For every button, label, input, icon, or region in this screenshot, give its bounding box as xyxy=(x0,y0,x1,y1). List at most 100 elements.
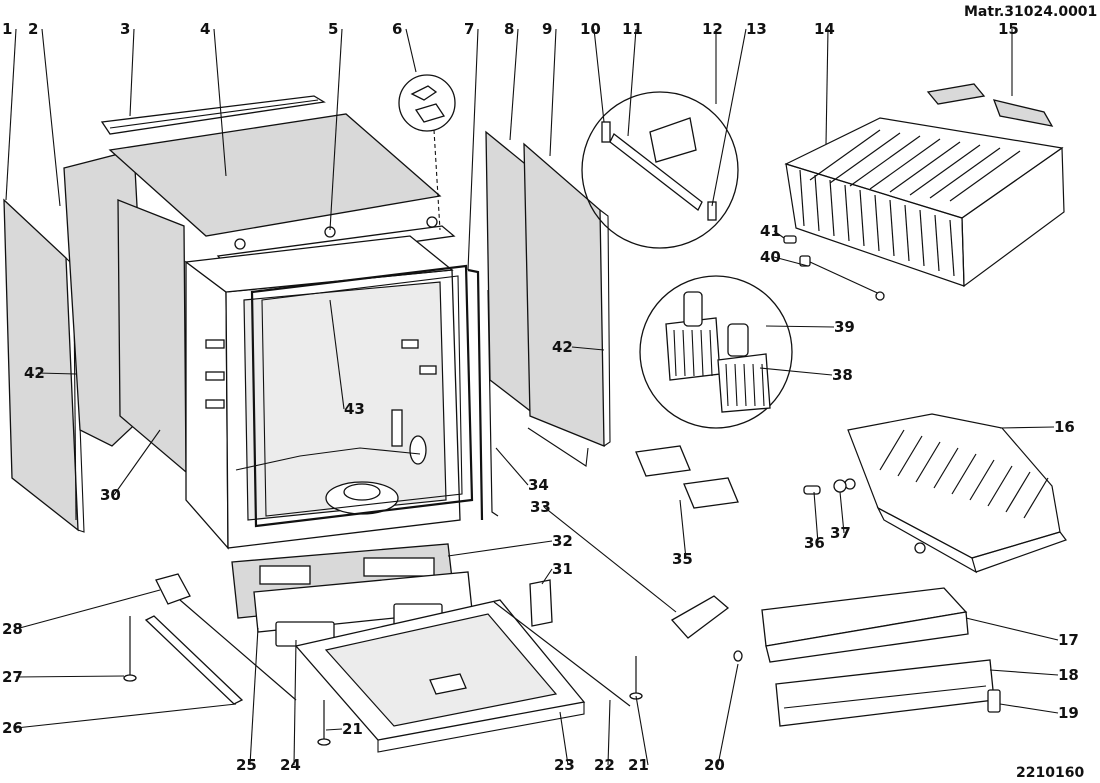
callout-leader-17 xyxy=(965,617,1059,641)
callout-leader-27 xyxy=(15,675,125,678)
control-panel-24 xyxy=(253,571,473,647)
callout-leader-43 xyxy=(329,299,345,410)
callout-leader-19 xyxy=(999,703,1059,714)
callout-7: 7 xyxy=(464,20,474,38)
callout-31: 31 xyxy=(552,560,573,578)
callout-14: 14 xyxy=(814,20,835,38)
seal-7 xyxy=(467,268,484,521)
callout-leader-14 xyxy=(825,28,829,145)
callout-leader-42 xyxy=(37,372,77,375)
cutlery-holders-15 xyxy=(926,83,1054,127)
callout-leader-8 xyxy=(509,28,519,141)
door-seal-43 xyxy=(250,264,474,528)
callout-42: 42 xyxy=(24,364,45,382)
callout-leader-10 xyxy=(593,28,605,123)
callout-leader-23 xyxy=(559,711,569,766)
callout-9: 9 xyxy=(542,20,552,38)
callout-leader-38 xyxy=(759,367,833,376)
callout-36: 36 xyxy=(804,534,825,552)
door-spring-22 xyxy=(493,601,631,707)
callout-18: 18 xyxy=(1058,666,1079,684)
diagram-code: 2210160 xyxy=(1016,765,1084,781)
callout-2: 2 xyxy=(28,20,38,38)
callout-leader-11 xyxy=(627,28,637,137)
callout-21: 21 xyxy=(342,720,363,738)
callout-13: 13 xyxy=(746,20,767,38)
callout-leader-1 xyxy=(5,28,17,201)
callout-leader-42-b xyxy=(571,346,605,351)
callout-leader-6 xyxy=(405,28,417,73)
callout-35: 35 xyxy=(672,550,693,568)
washer-20 xyxy=(733,650,743,662)
callout-leader-13 xyxy=(711,28,747,207)
callout-leader-18 xyxy=(989,669,1059,676)
callout-43: 43 xyxy=(344,400,365,418)
top-rail-3 xyxy=(100,95,326,135)
callout-leader-25 xyxy=(249,627,259,766)
callout-27: 27 xyxy=(2,668,23,686)
callout-leader-22 xyxy=(607,699,611,766)
clip-19 xyxy=(987,689,1001,713)
kickplate-17 xyxy=(761,587,969,663)
callout-32: 32 xyxy=(552,532,573,550)
callout-leader-21-b xyxy=(635,695,649,766)
callout-leader-9 xyxy=(549,28,557,157)
callout-leader-3 xyxy=(129,28,135,117)
wheels-36-37 xyxy=(803,479,847,495)
small-cups-35 xyxy=(635,445,739,509)
pin-27 xyxy=(123,616,137,682)
callout-leader-7 xyxy=(467,28,479,271)
callout-28: 28 xyxy=(2,620,23,638)
callout-3: 3 xyxy=(120,20,130,38)
callout-6: 6 xyxy=(392,20,402,38)
callout-10: 10 xyxy=(580,20,601,38)
callout-leader-20 xyxy=(717,663,739,766)
rod-26 xyxy=(144,615,244,705)
upper-rack-14 xyxy=(784,117,1065,301)
callout-17: 17 xyxy=(1058,631,1079,649)
callout-40: 40 xyxy=(760,248,781,266)
callout-leader-37 xyxy=(839,491,845,534)
callout-20: 20 xyxy=(704,756,725,774)
callout-30: 30 xyxy=(100,486,121,504)
callout-leader-16 xyxy=(999,426,1055,429)
lower-rack-16 xyxy=(844,413,1067,574)
callout-leader-39 xyxy=(765,325,835,328)
hinge-31 xyxy=(529,579,553,627)
callout-leader-40 xyxy=(773,256,809,267)
roller-40-41 xyxy=(783,235,811,267)
callout-leader-30 xyxy=(113,429,161,496)
callout-37: 37 xyxy=(830,524,851,542)
callout-leader-5 xyxy=(329,28,343,231)
callout-leader-21 xyxy=(325,728,343,731)
callout-24: 24 xyxy=(280,756,301,774)
callout-4: 4 xyxy=(200,20,210,38)
callout-leader-34 xyxy=(495,447,529,486)
detail-circle-cutlery-basket xyxy=(639,275,793,429)
detail-circle-6 xyxy=(398,74,456,231)
matr-number: Matr.31024.0001 xyxy=(964,4,1097,20)
callout-leader-32 xyxy=(447,540,553,557)
top-insulation-4 xyxy=(108,113,442,237)
callout-leader-26 xyxy=(15,703,237,729)
handle-33 xyxy=(670,595,730,639)
callout-leader-24 xyxy=(293,639,297,766)
callout-26: 26 xyxy=(2,719,23,737)
detail-circle-12 xyxy=(581,91,739,249)
callout-22: 22 xyxy=(594,756,615,774)
inner-door-23 xyxy=(294,599,586,753)
callout-42-b: 42 xyxy=(552,338,573,356)
callout-leader-41 xyxy=(773,230,785,239)
callout-34: 34 xyxy=(528,476,549,494)
callout-leader-28 xyxy=(15,589,161,630)
callout-leader-35 xyxy=(679,499,687,560)
callout-39: 39 xyxy=(834,318,855,336)
callout-leader-4 xyxy=(213,28,227,177)
callout-8: 8 xyxy=(504,20,514,38)
callout-41: 41 xyxy=(760,222,781,240)
callout-11: 11 xyxy=(622,20,643,38)
callout-16: 16 xyxy=(1054,418,1075,436)
callout-15: 15 xyxy=(998,20,1019,38)
